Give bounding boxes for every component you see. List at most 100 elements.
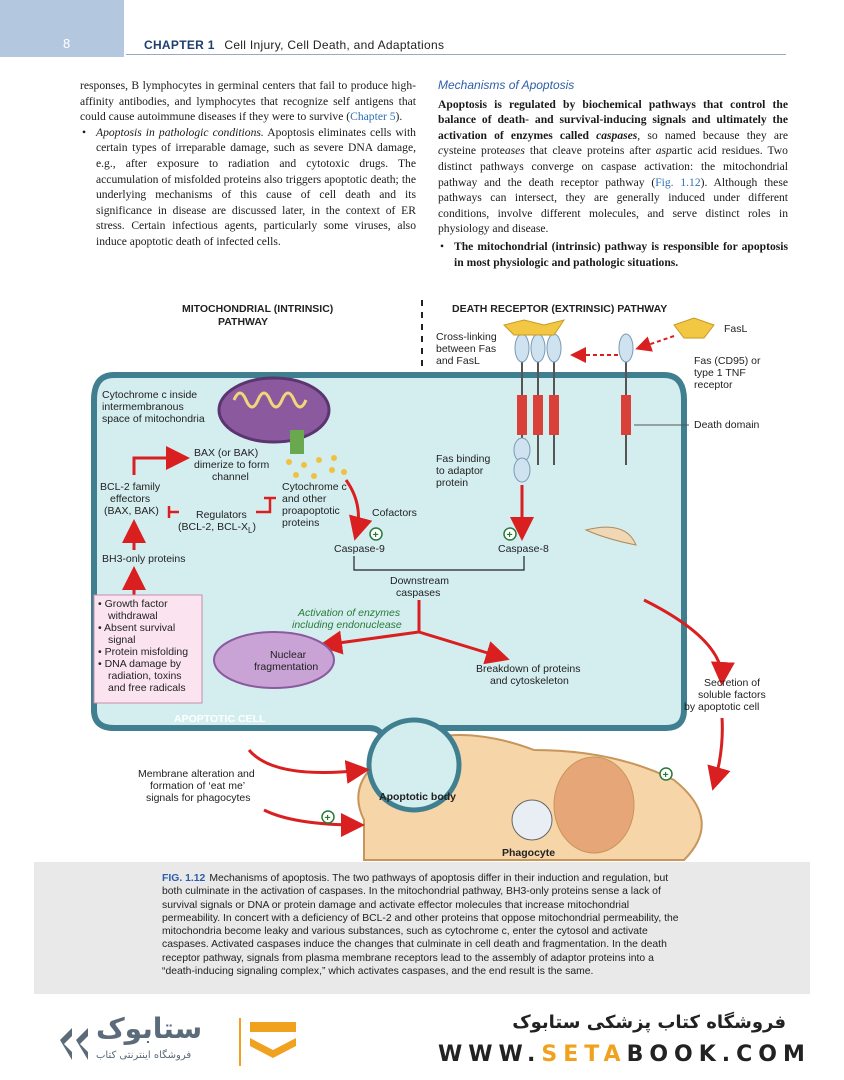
cyto-other-1: Cytochrome c xyxy=(282,481,347,493)
svg-text:• Absent survival: • Absent survival xyxy=(98,622,175,634)
italic: c xyxy=(438,144,444,158)
svg-text:and free radicals: and free radicals xyxy=(108,682,186,694)
caspases-term: caspases xyxy=(596,128,638,142)
text: , so named because they are xyxy=(637,128,789,142)
apoptosis-diagram: MITOCHONDRIAL (INTRINSIC) PATHWAY DEATH … xyxy=(91,300,766,861)
bcl2-family-1: BCL-2 family xyxy=(100,481,161,493)
header-rule xyxy=(126,54,786,55)
fasl-ligand xyxy=(673,317,715,339)
fas-binding-1: Fas binding xyxy=(436,453,490,465)
bullet-pathologic: Apoptosis in pathologic conditions. Apop… xyxy=(80,125,416,250)
bh3-only: BH3-only proteins xyxy=(102,553,185,565)
text: Apoptosis eliminates cells with certain … xyxy=(96,125,416,248)
stimuli-list: • Growth factor withdrawal • Absent surv… xyxy=(98,598,188,694)
fas-receptor-3: receptor xyxy=(694,379,733,391)
activation-1: Activation of enzymes xyxy=(297,607,401,619)
nuclear-2: fragmentation xyxy=(254,661,318,673)
caspase-8: Caspase-8 xyxy=(498,543,549,555)
text: that cleave proteins after xyxy=(524,144,656,158)
bold-text: Apoptosis is regulated by biochemical pa… xyxy=(438,97,788,142)
membrane-1: Membrane alteration and xyxy=(138,768,255,780)
regulators-1: Regulators xyxy=(196,509,247,521)
chapter-title: Cell Injury, Cell Death, and Adaptations xyxy=(224,38,445,52)
arrow-eat-me xyxy=(247,749,370,784)
plus-sign: + xyxy=(325,812,331,824)
bax-1: BAX (or BAK) xyxy=(194,447,258,459)
logo-icon xyxy=(60,1018,296,1066)
section-heading: Mechanisms of Apoptosis xyxy=(438,78,575,92)
membrane-2: formation of ‘eat me’ xyxy=(150,780,245,792)
caption-text: Mechanisms of apoptosis. The two pathway… xyxy=(162,873,679,978)
svg-text:• DNA damage by: • DNA damage by xyxy=(98,658,182,670)
caspase-bracket xyxy=(353,556,525,571)
cross-linking-2: between Fas xyxy=(436,343,496,355)
death-domain-rect xyxy=(621,395,631,435)
setabook-logo: ستابوک فروشگاه اینترنتی کتاب xyxy=(50,1010,310,1070)
bullet-lead: Apoptosis in pathologic conditions. xyxy=(96,125,264,139)
cyto-other-4: proteins xyxy=(282,517,319,529)
death-domain: Death domain xyxy=(694,419,760,431)
plus-icon xyxy=(321,810,335,824)
secretion-1: Secretion of xyxy=(704,677,760,689)
bullet-mitochondrial: The mitochondrial (intrinsic) pathway is… xyxy=(438,239,788,270)
logo-text: ستابوک xyxy=(96,1012,203,1045)
caspase-9: Caspase-9 xyxy=(334,543,385,555)
membrane-3: signals for phagocytes xyxy=(146,792,250,804)
figure-1-12: MITOCHONDRIAL (INTRINSIC) PATHWAY DEATH … xyxy=(34,280,810,994)
title-intrinsic: MITOCHONDRIAL (INTRINSIC) xyxy=(182,303,333,315)
activation-2: including endonuclease xyxy=(292,619,402,631)
running-head: CHAPTER 1 Cell Injury, Cell Death, and A… xyxy=(144,38,444,52)
svg-text:• Protein misfolding: • Protein misfolding xyxy=(98,646,188,658)
text: ysteine prote xyxy=(443,144,505,158)
cyto-inside-2: intermembranous xyxy=(102,401,184,413)
nuclear-1: Nuclear xyxy=(270,649,307,661)
breakdown-2: and cytoskeleton xyxy=(490,675,569,687)
stimuli-box xyxy=(93,594,203,704)
secretion-2: soluble factors xyxy=(698,689,766,701)
bax-channel xyxy=(290,430,304,454)
fas-binding-3: protein xyxy=(436,477,468,489)
bcl2-family-3: (BAX, BAK) xyxy=(104,505,159,517)
logo-subtext: فروشگاه اینترنتی کتاب xyxy=(96,1050,192,1061)
cytochrome-dots xyxy=(286,455,347,479)
plus-icon xyxy=(369,527,383,541)
cyto-other-3: proapoptotic xyxy=(282,505,340,517)
fas-receptor-1: Fas (CD95) or xyxy=(694,355,761,367)
title-extrinsic: DEATH RECEPTOR (EXTRINSIC) PATHWAY xyxy=(452,303,667,315)
text: artic acid residues. Two distinct pathwa… xyxy=(438,144,788,189)
chapter-label: CHAPTER 1 xyxy=(144,38,215,52)
cross-linking-3: and FasL xyxy=(436,355,480,367)
arrow-to-breakdown xyxy=(418,630,510,665)
svg-text:• Growth factor: • Growth factor xyxy=(98,598,168,610)
plus-icon xyxy=(503,527,517,541)
italic: asp xyxy=(655,144,672,158)
plus-sign: + xyxy=(663,769,669,781)
page-number: 8 xyxy=(63,36,71,51)
mitochondria-cristae xyxy=(232,391,308,409)
chapter-5-link[interactable]: Chapter 5 xyxy=(350,110,396,124)
cross-linking-1: Cross-linking xyxy=(436,331,497,343)
arrow-secretion xyxy=(643,598,735,686)
cofactors: Cofactors xyxy=(372,507,417,519)
fasl-trimer xyxy=(503,319,566,336)
breakdown-1: Breakdown of proteins xyxy=(476,663,580,675)
regulators-2: (BCL-2, BCL-XL) xyxy=(178,521,256,535)
bold-text: The mitochondrial (intrinsic) pathway is… xyxy=(454,239,788,269)
arrow-cyto-to-casp9 xyxy=(344,479,373,541)
svg-text:withdrawal: withdrawal xyxy=(107,610,158,622)
plus-sign: + xyxy=(507,529,513,541)
fragment-icon xyxy=(584,526,637,546)
fas-binding-2: to adaptor xyxy=(436,465,484,477)
fig-1-12-link[interactable]: Fig. 1.12 xyxy=(655,175,701,189)
bax-3: channel xyxy=(212,471,249,483)
inhibit-bcl2 xyxy=(167,506,179,518)
store-name: فروشگاه کتاب پزشکی ستابوک xyxy=(512,1012,786,1033)
apoptotic-cell-label: APOPTOTIC CELL xyxy=(174,713,266,725)
title-intrinsic-2: PATHWAY xyxy=(218,316,268,328)
fas-single-head xyxy=(618,333,634,363)
fas-receptor-cluster xyxy=(513,333,562,483)
arrow-secretion-to-phagocyte xyxy=(707,717,731,791)
caption-background xyxy=(34,862,810,994)
fasl-label: FasL xyxy=(724,323,748,335)
svg-text:signal: signal xyxy=(108,634,135,646)
